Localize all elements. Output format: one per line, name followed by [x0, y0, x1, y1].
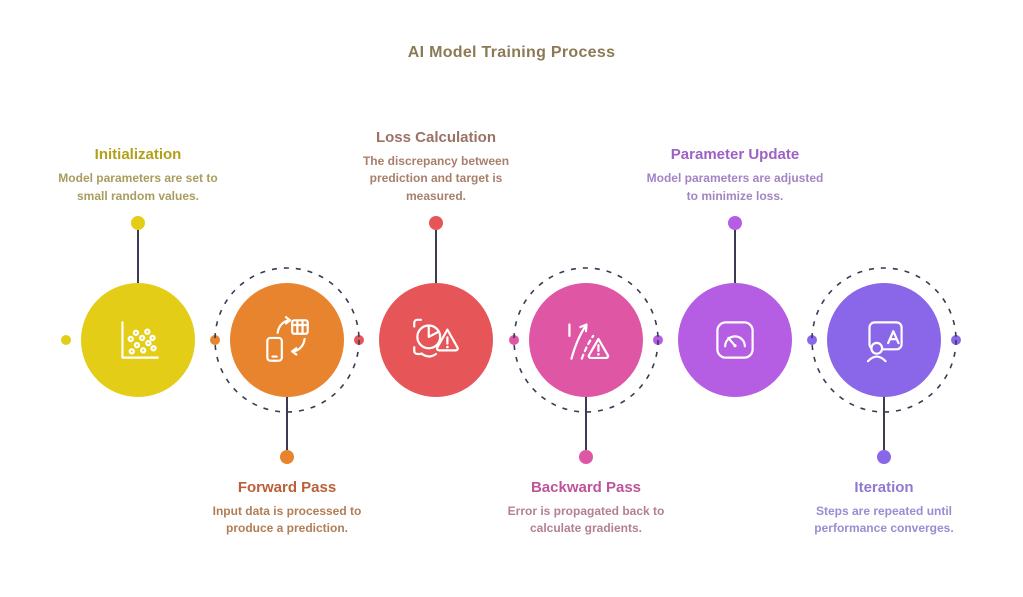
step-circle [379, 283, 493, 397]
step-initialization: Initialization Model parameters are set … [43, 0, 233, 597]
step-circle [529, 283, 643, 397]
step-description: Model parameters are set to small random… [58, 171, 218, 203]
timeline-node-dot [509, 335, 519, 345]
connector-endpoint-dot [579, 450, 593, 464]
step-description: Error is propagated back to calculate gr… [507, 504, 665, 536]
timeline-node-dot [210, 335, 220, 345]
step-parameter-update: Parameter Update Model parameters are ad… [640, 0, 830, 597]
connector-endpoint-dot [280, 450, 294, 464]
step-description: The discrepancy between prediction and t… [362, 153, 510, 203]
gauge-icon [706, 311, 764, 369]
step-loss-calculation: Loss Calculation The discrepancy between… [341, 0, 531, 597]
step-label-block: Loss Calculation The discrepancy between… [326, 129, 546, 205]
connector-stem [137, 230, 139, 283]
connector-stem [286, 397, 288, 450]
device-data-transfer-icon [258, 311, 316, 369]
step-description: Steps are repeated until performance con… [814, 504, 954, 536]
connector-endpoint-dot [131, 216, 145, 230]
step-backward-pass: Backward Pass Error is propagated back t… [491, 0, 681, 597]
connector-stem [435, 230, 437, 283]
step-circle [827, 283, 941, 397]
connector-endpoint-dot [877, 450, 891, 464]
timeline-node-dot [61, 335, 71, 345]
screen-user-icon [855, 311, 913, 369]
scatter-chart-icon [109, 311, 167, 369]
diagram-title: AI Model Training Process [407, 44, 616, 61]
step-iteration: Iteration Steps are repeated until perfo… [789, 0, 979, 597]
step-description: Input data is processed to produce a pre… [212, 504, 362, 536]
connector-stem [585, 397, 587, 450]
step-circle [678, 283, 792, 397]
step-label-block: Forward Pass Input data is processed to … [177, 479, 397, 538]
step-circle [81, 283, 195, 397]
step-description: Model parameters are adjusted to minimiz… [646, 171, 824, 203]
gradient-arrow-warning-icon [557, 311, 615, 369]
step-label-block: Iteration Steps are repeated until perfo… [774, 479, 994, 538]
step-label-block: Initialization Model parameters are set … [28, 146, 248, 205]
step-circle [230, 283, 344, 397]
timeline-node-dot [807, 335, 817, 345]
connector-stem [734, 230, 736, 283]
step-label-block: Parameter Update Model parameters are ad… [625, 146, 845, 205]
connector-stem [883, 397, 885, 450]
step-title: Loss Calculation [375, 128, 497, 146]
step-title: Initialization [94, 146, 182, 164]
step-title: Iteration [854, 479, 914, 496]
step-label-block: Backward Pass Error is propagated back t… [476, 479, 696, 538]
connector-endpoint-dot [728, 216, 742, 230]
step-title: Forward Pass [237, 479, 337, 496]
step-title: Backward Pass [530, 479, 642, 496]
step-forward-pass: Forward Pass Input data is processed to … [192, 0, 382, 597]
connector-endpoint-dot [429, 216, 443, 230]
step-title: Parameter Update [670, 146, 800, 164]
pie-chart-warning-icon [407, 311, 465, 369]
